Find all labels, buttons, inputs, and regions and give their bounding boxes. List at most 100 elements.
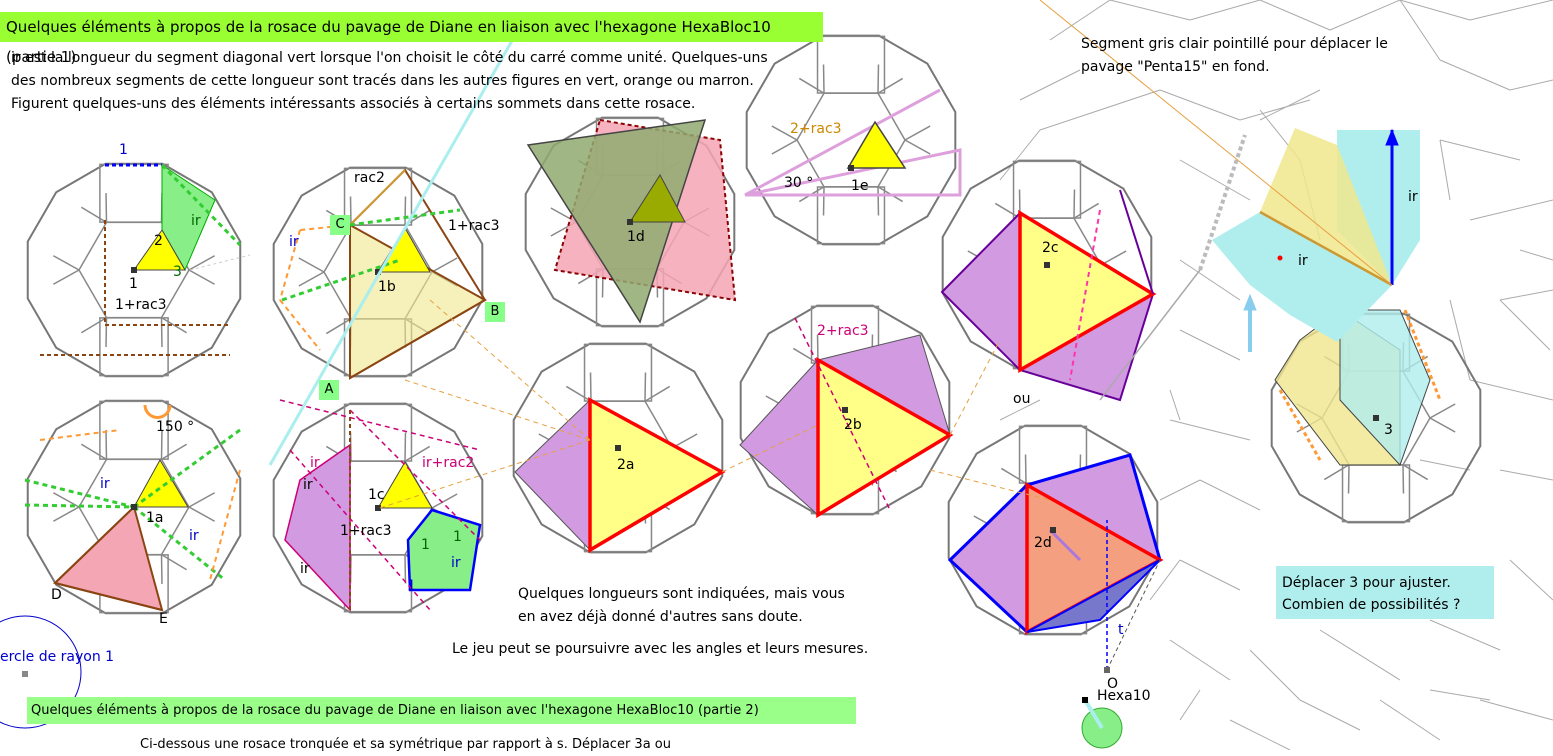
rosace-1-spoke: [189, 270, 215, 284]
tiling-edge: [1110, 0, 1190, 20]
rosace-1e-outline: [747, 36, 956, 245]
note-lengths-line3: Le jeu peut se poursuivre avec les angle…: [452, 638, 868, 660]
label-2c: 2c: [1042, 240, 1059, 256]
tiling-edge: [1440, 140, 1520, 160]
label-b-rac2: rac2: [354, 170, 385, 186]
center-1a: [131, 504, 137, 510]
tiling-edge: [1100, 90, 1160, 110]
tiling-edge: [1160, 90, 1240, 120]
label-c-ir3: ir: [300, 561, 310, 577]
point-C[interactable]: C: [330, 215, 350, 235]
rosace-1a-spoke: [189, 507, 215, 521]
center-2d: [1050, 527, 1056, 533]
note-lengths-line1: Quelques longueurs sont indiquées, mais …: [518, 583, 845, 605]
label-b-name: 1b: [378, 279, 396, 295]
tiling-edge: [1260, 90, 1320, 120]
rosace-3-spoke: [1430, 404, 1455, 418]
connector: [950, 340, 1000, 435]
point-A[interactable]: A: [319, 380, 339, 400]
rosace-2d-spoke: [1001, 468, 1026, 483]
label-p1-two: 2: [154, 233, 163, 249]
tiling-edge: [1520, 250, 1553, 260]
tiling-edge: [1470, 0, 1553, 20]
rosace-1-spoke: [53, 270, 79, 284]
center-2c: [1044, 262, 1050, 268]
label-e-2rac3: 2+rac3: [790, 121, 842, 137]
connector: [405, 380, 590, 440]
tiling-edge: [1180, 560, 1240, 590]
rosace-3-spoke: [1324, 465, 1349, 480]
rosace-1e-spoke: [905, 126, 930, 140]
green-dash: [25, 480, 134, 507]
connector: [430, 300, 590, 440]
rosace-1a-spoke: [81, 444, 106, 459]
tiling-edge: [1500, 300, 1550, 350]
tiling-edge: [1400, 0, 1470, 20]
label-p1-center: 1: [129, 276, 138, 292]
pink-dash: [350, 410, 480, 540]
info-box-line1: Déplacer 3 pour ajuster.: [1282, 572, 1494, 594]
tiling-edge: [1510, 560, 1553, 600]
rosace-1a-spoke: [53, 493, 79, 507]
tiling-edge: [1320, 630, 1400, 680]
label-c-irrac2: ir+rac2: [422, 455, 474, 471]
tiling-edge: [1260, 0, 1330, 30]
tiling-edge: [1180, 260, 1240, 300]
label-hexa10: Hexa10: [1097, 688, 1151, 704]
tiling-edge: [1500, 290, 1553, 300]
tiling-edge: [1400, 0, 1440, 60]
label-c-one1: 1: [421, 537, 430, 553]
rosace-2b-spoke: [793, 348, 818, 363]
tiling-edge: [1430, 690, 1490, 700]
note-segment-line2: pavage "Penta15" en fond.: [1081, 56, 1270, 78]
label-e-30: 30 °: [784, 175, 813, 191]
label-2b: 2b: [844, 417, 862, 433]
label-a-D: D: [51, 587, 62, 603]
tiling-edge: [1430, 620, 1500, 650]
label-p1-rac3: 1+rac3: [115, 297, 167, 313]
red-triangle-2a: [590, 400, 722, 550]
tiling-edge: [1480, 700, 1553, 720]
point-B[interactable]: B: [485, 302, 505, 322]
label-p1-ir: ir: [191, 213, 201, 229]
rosace-1-spoke: [53, 256, 79, 270]
center-2a: [615, 445, 621, 451]
tiling-edge: [1180, 160, 1250, 200]
label-c-ir1: ir: [310, 455, 320, 471]
intro-line3: Figurent quelques-uns des éléments intér…: [11, 93, 695, 115]
label-c-ir2: ir: [303, 477, 313, 493]
label-c-one3: 1: [407, 578, 416, 594]
label-2a: 2a: [617, 457, 635, 473]
label-t: t: [1118, 622, 1124, 638]
tiling-edge: [1510, 80, 1553, 90]
violet-left: [515, 400, 590, 550]
title-part1: Quelques éléments à propos de la rosace …: [0, 12, 823, 42]
label-a-name: 1a: [146, 510, 164, 526]
label-a-ir2: ir: [189, 528, 199, 544]
arrow-head-light: [1244, 295, 1256, 310]
label-ou: ou: [1013, 391, 1030, 407]
tiling-edge: [1470, 380, 1553, 400]
label-c-ir4: ir: [451, 555, 461, 571]
rosace-1e-spoke: [799, 78, 824, 93]
label-right-ir2: ir: [1298, 253, 1308, 269]
rosace-3-square-bottom: [1343, 465, 1410, 522]
tiling-edge: [1040, 110, 1100, 130]
tiling-edge: [1020, 70, 1080, 100]
rosace-1-square-top: [100, 164, 168, 222]
center-1: [131, 267, 137, 273]
label-b-ir: ir: [289, 234, 299, 250]
label-a-150: 150 °: [156, 419, 194, 435]
title-part2-link[interactable]: Quelques éléments à propos de la rosace …: [27, 697, 856, 724]
pink-dash: [280, 400, 480, 450]
label-c-name: 1c: [368, 487, 385, 503]
center-3: [1373, 415, 1379, 421]
tiling-edge: [1170, 390, 1180, 420]
rosace-1b-spoke: [299, 272, 324, 286]
tiling-edge: [1440, 60, 1510, 90]
center-1d: [627, 219, 633, 225]
rosace-2a-spoke: [645, 386, 670, 401]
tiling-edge: [1380, 700, 1440, 740]
label-c-one2: 1: [453, 529, 462, 545]
rosace-1a-spoke: [162, 444, 187, 459]
